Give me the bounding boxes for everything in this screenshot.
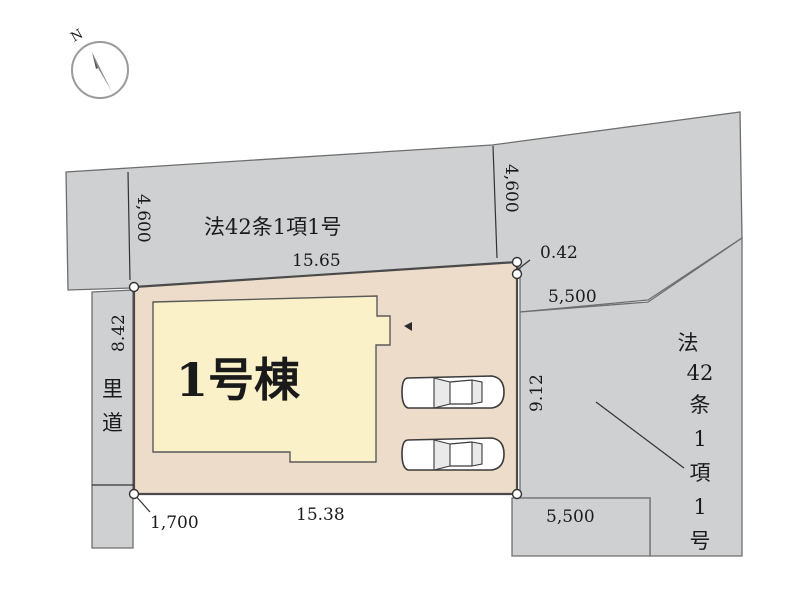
boundary-pin-ne-1 — [511, 256, 523, 268]
lot-east-length: 9.12 — [527, 374, 547, 412]
corner-offset-length: 0.42 — [540, 243, 578, 263]
entrance-marker — [404, 322, 412, 331]
east-road-width-top: 5,500 — [548, 287, 597, 307]
dim-line-corner — [516, 259, 531, 271]
boundary-pin-sw — [128, 488, 140, 500]
house-footprint — [152, 295, 391, 463]
east-road-label: 法 42 条 1 項 1 号 — [678, 331, 714, 553]
dim-line-north-left — [127, 171, 131, 281]
east-road-width-bottom: 5,500 — [546, 507, 595, 527]
car-1 — [401, 375, 505, 409]
lot-west-length: 8.42 — [109, 314, 129, 352]
east-road-char-1: 法 — [678, 331, 699, 355]
north-road-label: 法42条1項1号 — [204, 215, 341, 239]
side-road-satomichi — [91, 289, 134, 549]
east-road-char-4: 1 — [693, 427, 706, 451]
side-road-label-char-1: 里 — [102, 377, 123, 401]
lot-north-length: 15.65 — [292, 251, 341, 271]
lot-south-length: 15.38 — [296, 505, 345, 525]
car-2 — [401, 437, 505, 471]
north-arrow-icon: N — [69, 27, 129, 99]
boundary-pin-nw — [128, 281, 140, 293]
north-letter: N — [69, 27, 86, 46]
east-road-char-7: 号 — [690, 529, 711, 553]
boundary-pin-ne-2 — [511, 268, 523, 280]
side-road-label-char-2: 道 — [102, 411, 123, 435]
east-road-lower — [511, 497, 651, 557]
north-road — [65, 111, 743, 313]
side-road-width: 1,700 — [150, 513, 199, 533]
leader-east-road — [595, 401, 685, 469]
north-road-width-left: 4,600 — [133, 194, 153, 243]
east-road-char-6: 1 — [693, 495, 706, 519]
dim-line-north-right — [492, 145, 498, 259]
east-road-char-3: 条 — [690, 393, 711, 417]
north-road-width-right: 4,600 — [501, 164, 521, 213]
east-road-char-5: 項 — [690, 461, 711, 485]
boundary-pin-se — [511, 488, 523, 500]
east-road-char-2: 42 — [687, 361, 714, 385]
building-label: 1号棟 — [176, 353, 301, 407]
